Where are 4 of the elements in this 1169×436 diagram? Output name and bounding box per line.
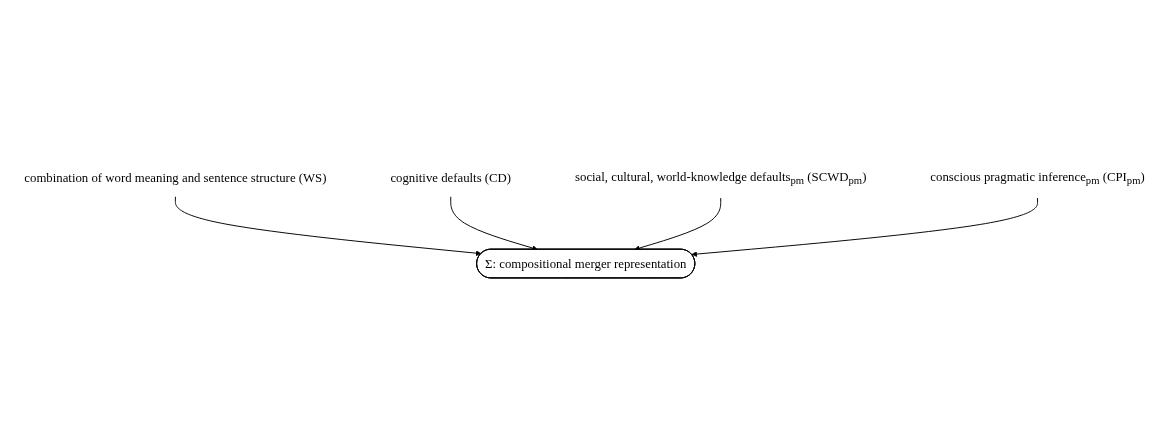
node-text: cognitive defaults (CD)	[390, 171, 512, 186]
node-text: conscious pragmatic inference$_{pm}$ (CPI$_{pm}$)	[930, 169, 1145, 187]
node-text: combination of word meaning and sentence structure (WS)	[24, 171, 327, 186]
node-text: social, cultural, world-knowledge defaults$_{pm}$ (SCWD$_{pm}$)	[575, 169, 867, 187]
